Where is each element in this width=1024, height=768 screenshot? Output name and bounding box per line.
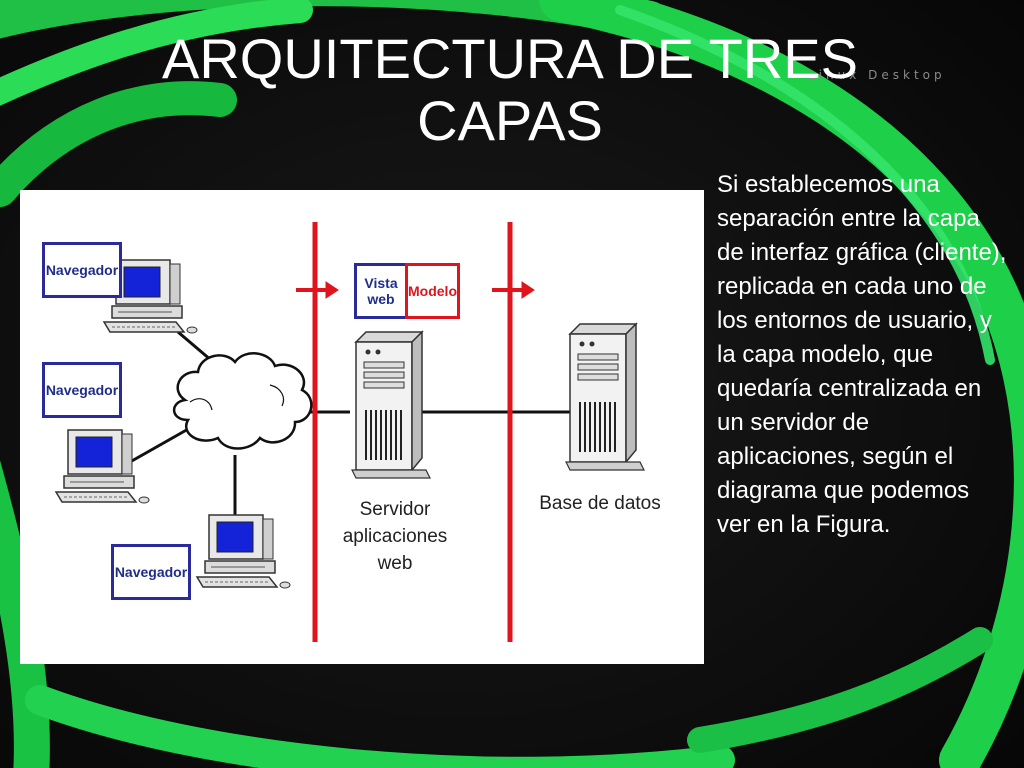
app-server-caption: Servidor aplicaciones web [342,499,448,574]
slide-title: ARQUITECTURA DE TRES CAPAS [162,27,858,152]
watermark-text: Linux Desktop [808,68,946,82]
client-browser-label: Navegador [111,544,191,600]
internet-cloud-icon [172,352,313,450]
modelo-box: Modelo [405,263,460,319]
client-computer-icon [55,429,150,504]
slide-body-text: Si establecemos una separación entre la … [717,171,1007,538]
tier-arrows [296,281,535,299]
network-links [129,330,574,525]
application-server-icon [351,331,431,479]
database-server-icon [565,323,645,471]
client-browser-label: Navegador [42,362,122,418]
client-computer-icon [196,514,291,589]
diagram-drawing [55,222,645,642]
database-caption: Base de datos [539,493,661,514]
client-browser-label: Navegador [42,242,122,298]
three-tier-diagram: Navegador Navegador Navegador Vista web … [20,190,704,664]
vista-web-box: Vista web [354,263,408,319]
